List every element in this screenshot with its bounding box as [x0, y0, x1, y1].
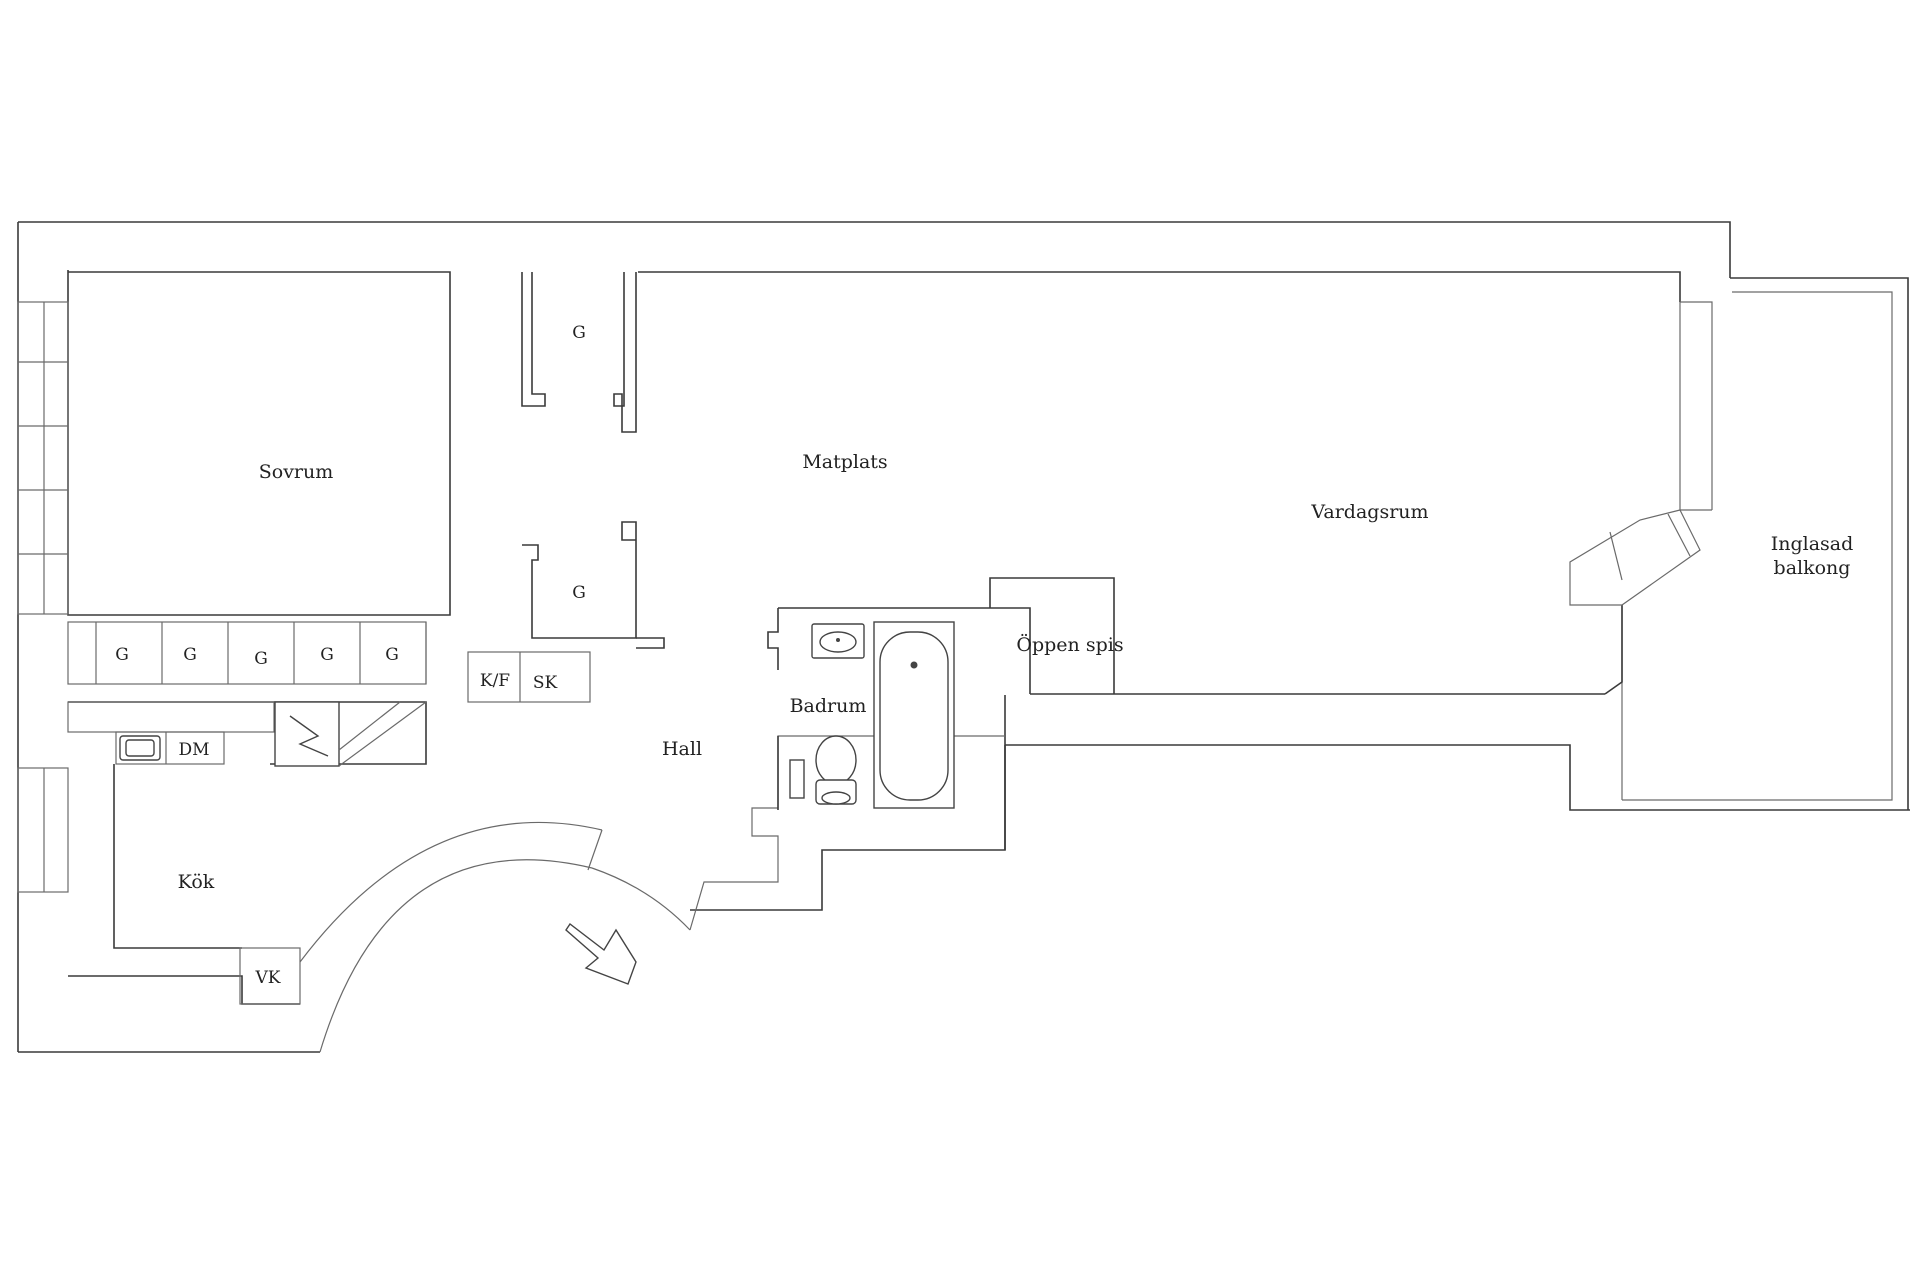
- room-label-balkong-2: balkong: [1774, 557, 1851, 579]
- wardrobe-label: G: [385, 645, 399, 665]
- room-label-vardagsrum: Vardagsrum: [1310, 501, 1428, 523]
- wardrobe-label: G: [115, 645, 129, 665]
- room-label-badrum: Badrum: [790, 695, 867, 717]
- room-label-kok: Kök: [178, 871, 215, 893]
- left-windows: [17, 301, 69, 893]
- room-label-oppen-spis: Öppen spis: [1016, 633, 1123, 656]
- wardrobe-label: G: [572, 323, 586, 343]
- fixture-labels: G G G G G G G K/F SK DM VK: [115, 323, 586, 988]
- bedroom-wardrobes: [67, 621, 427, 685]
- room-label-matplats: Matplats: [802, 451, 887, 473]
- room-label-balkong-1: Inglasad: [1771, 533, 1854, 555]
- wardrobe-label: G: [572, 583, 586, 603]
- hot-water-cabinet-label: VK: [255, 968, 281, 988]
- cleaning-cabinet-label: SK: [533, 673, 558, 693]
- outer-walls: [17, 221, 1910, 1053]
- room-label-sovrum: Sovrum: [259, 461, 334, 483]
- wardrobe-label: G: [183, 645, 197, 665]
- bathroom: [767, 607, 1031, 810]
- room-label-hall: Hall: [662, 738, 702, 760]
- dishwasher-label: DM: [178, 740, 209, 760]
- room-labels: Sovrum Matplats Vardagsrum Inglasad balk…: [178, 451, 1854, 893]
- wardrobe-label: G: [254, 649, 268, 669]
- fridge-freezer-label: K/F: [480, 671, 510, 691]
- fireplace-and-window: [989, 301, 1713, 695]
- wardrobe-label: G: [320, 645, 334, 665]
- partitions: [67, 272, 665, 1005]
